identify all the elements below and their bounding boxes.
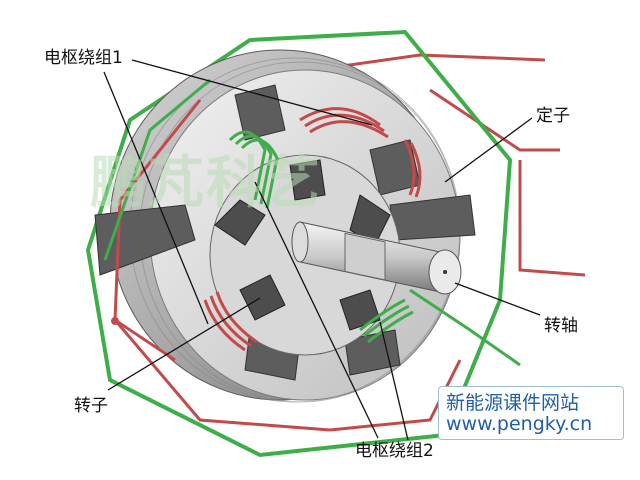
site-url[interactable]: www.pengky.cn <box>446 413 593 435</box>
site-badge <box>438 386 624 440</box>
label-armature-winding-1: 电枢绕组1 <box>44 48 123 68</box>
wire-junction <box>111 317 119 325</box>
label-rotor: 转子 <box>74 396 108 416</box>
label-shaft: 转轴 <box>544 316 578 336</box>
label-armature-winding-2: 电枢绕组2 <box>355 441 434 461</box>
label-stator: 定子 <box>536 106 570 126</box>
armature-winding-1 <box>228 107 422 209</box>
watermark-logo: 鹏芃科艺 <box>90 150 322 216</box>
leader-lines <box>103 59 541 441</box>
green-wire-loop <box>85 29 513 458</box>
green-wire-front <box>103 78 521 367</box>
armature-winding-2 <box>203 291 414 352</box>
shaft <box>291 221 462 295</box>
site-name: 新能源课件网站 <box>446 392 580 414</box>
